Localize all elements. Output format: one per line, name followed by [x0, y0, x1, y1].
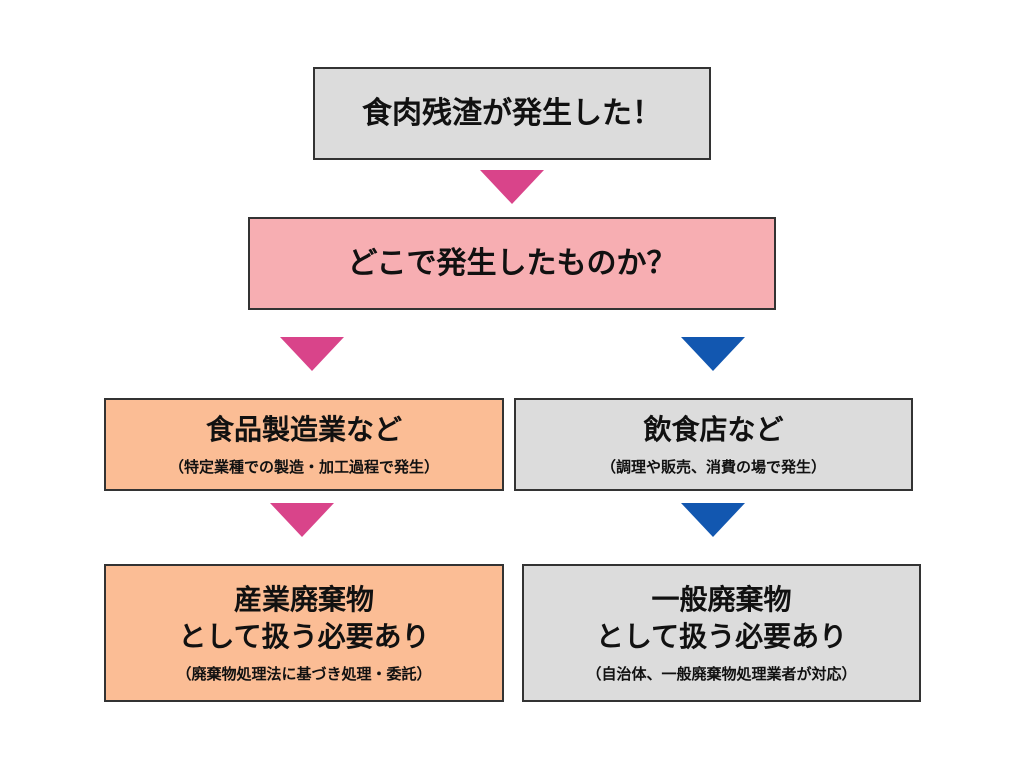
arrow-down-left-icon: [280, 337, 344, 371]
right-branch-note: （調理や販売、消費の場で発生）: [600, 458, 826, 477]
arrow-down-right-icon: [681, 337, 745, 371]
arrow-down-left-2-icon: [270, 503, 334, 537]
right-branch-box: 飲食店など （調理や販売、消費の場で発生）: [514, 398, 913, 491]
arrow-down-right-2-icon: [681, 503, 745, 537]
top-box: 食肉残渣が発生した！: [313, 67, 711, 160]
left-result-note: （廃棄物処理法に基づき処理・委託）: [176, 664, 432, 683]
left-result-line2: として扱う必要あり: [178, 619, 430, 653]
right-result-note: （自治体、一般廃棄物処理業者が対応）: [586, 664, 857, 683]
left-branch-note: （特定業種での製造・加工過程で発生）: [168, 458, 439, 477]
right-result-box: 一般廃棄物 として扱う必要あり （自治体、一般廃棄物処理業者が対応）: [522, 564, 921, 702]
arrow-down-icon: [480, 170, 544, 204]
top-label: 食肉残渣が発生した！: [362, 95, 662, 131]
left-branch-title: 食品製造業など: [205, 412, 402, 446]
question-label: どこで発生したものか？: [347, 245, 677, 281]
left-result-line1: 産業廃棄物: [233, 583, 374, 617]
right-branch-title: 飲食店など: [643, 412, 784, 446]
right-result-line1: 一般廃棄物: [651, 583, 792, 617]
question-box: どこで発生したものか？: [248, 217, 776, 310]
right-result-line2: として扱う必要あり: [595, 619, 848, 653]
left-result-box: 産業廃棄物 として扱う必要あり （廃棄物処理法に基づき処理・委託）: [104, 564, 504, 702]
left-branch-box: 食品製造業など （特定業種での製造・加工過程で発生）: [104, 398, 504, 491]
